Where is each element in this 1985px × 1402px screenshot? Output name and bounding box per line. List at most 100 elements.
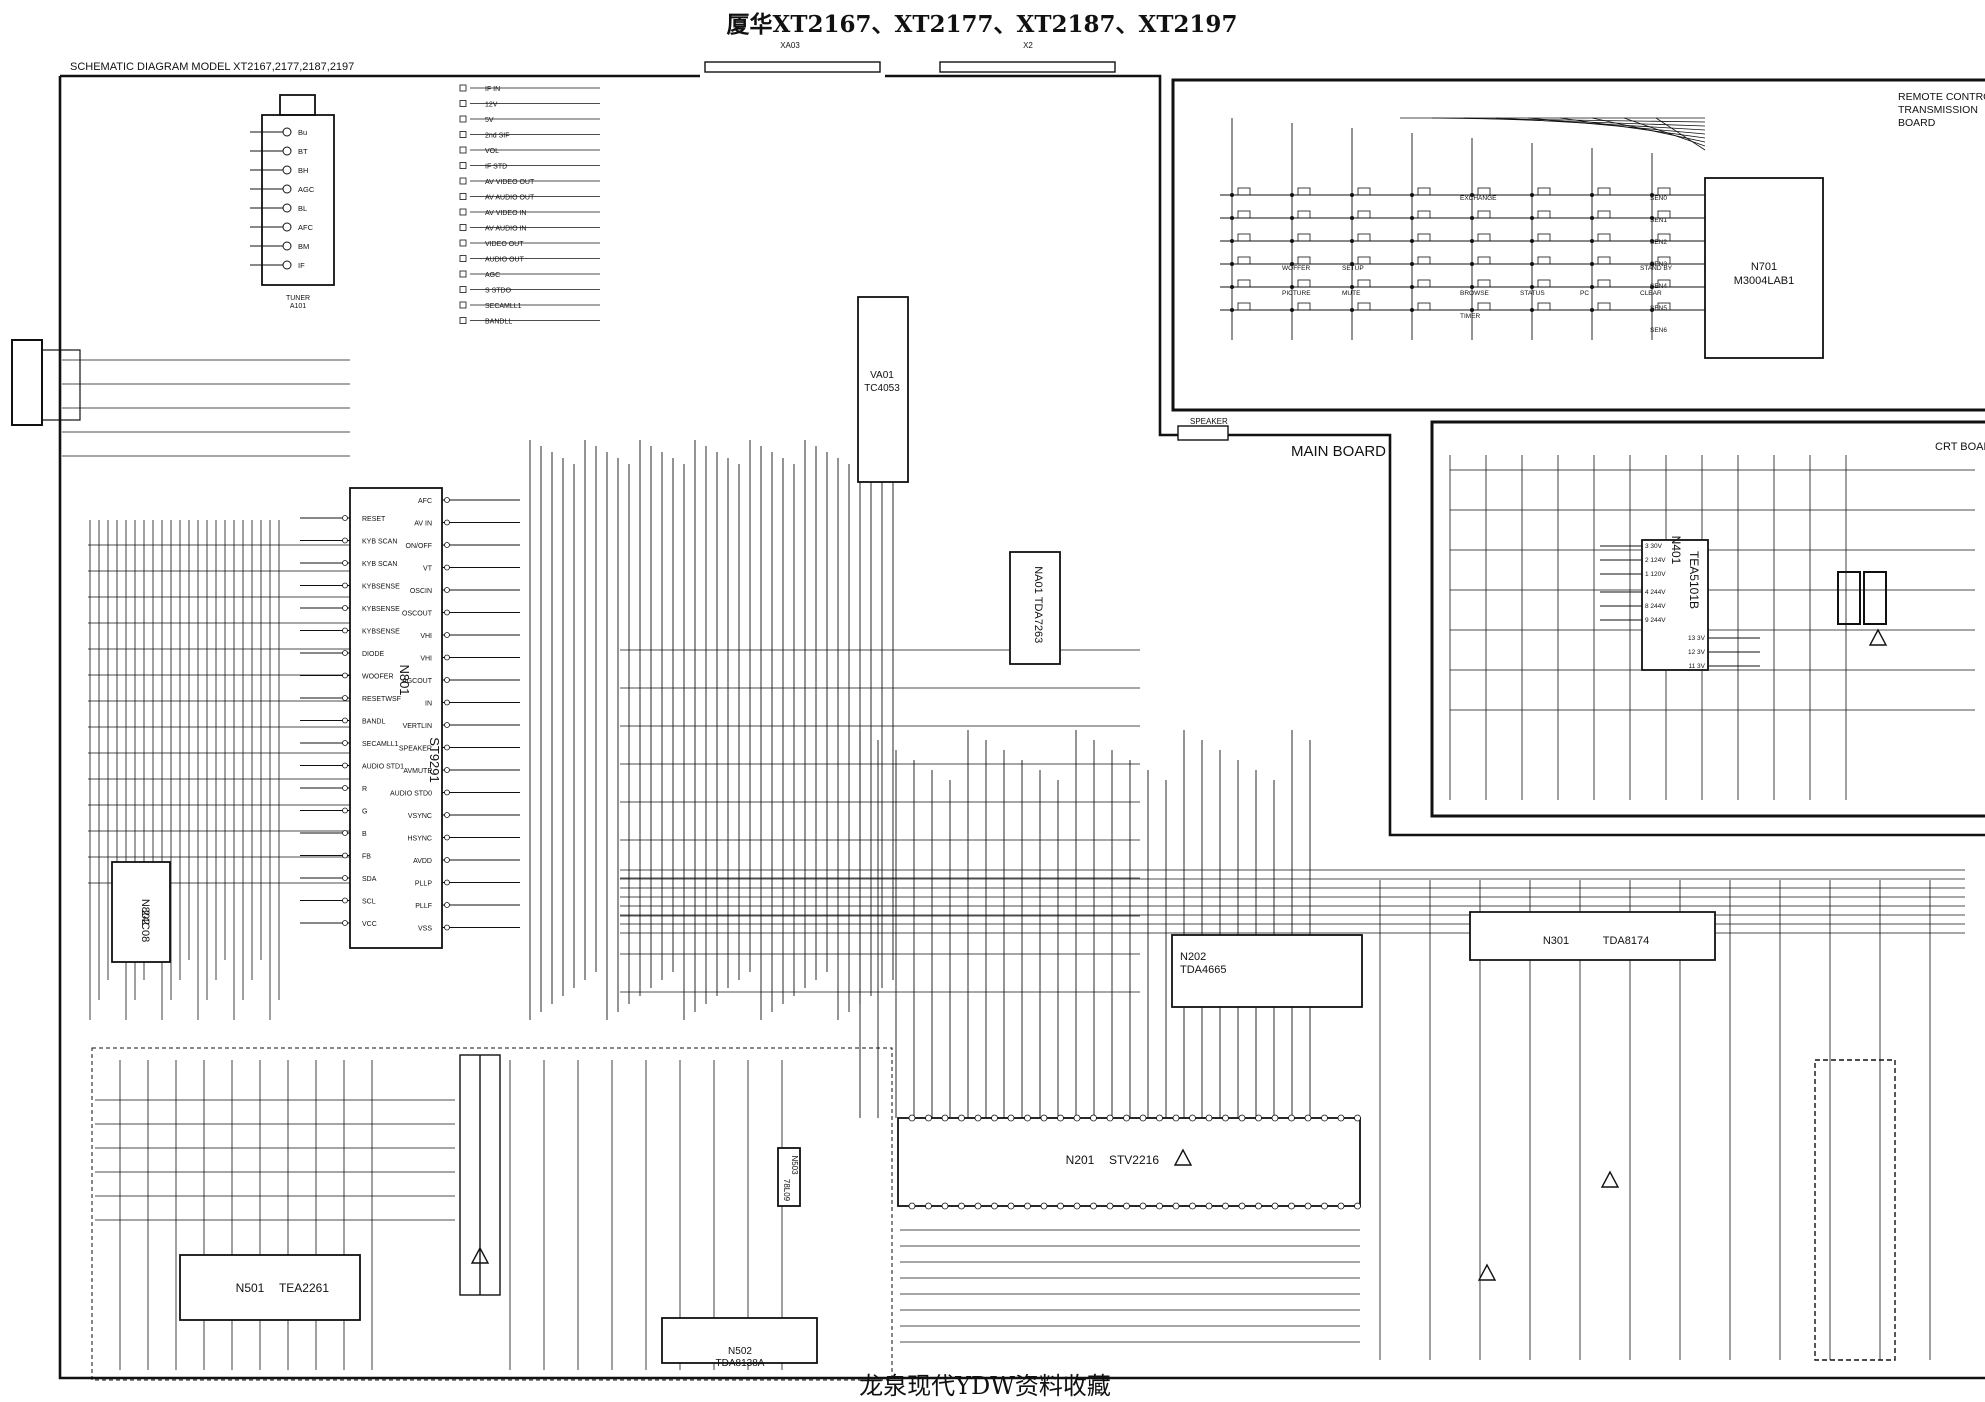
n202-part: TDA4665 — [1180, 964, 1226, 976]
av-pin-label: IF STD — [485, 164, 507, 171]
n801-left-pin-label: DIODE — [362, 651, 385, 658]
remote-key-label: CLEAR — [1640, 290, 1662, 297]
n801-left-pin-label: RESET — [362, 516, 386, 523]
av-pin — [459, 286, 467, 293]
n201-pin — [1024, 1202, 1031, 1210]
remote-board-label-3: BOARD — [1898, 117, 1936, 129]
key-switch — [1417, 233, 1431, 242]
na01-label: NA01 — [1032, 566, 1044, 594]
av-pin-label: AV AUDIO OUT — [485, 195, 535, 202]
n201-pin — [1304, 1114, 1312, 1122]
n801-pin — [342, 515, 348, 521]
remote-key-label: STAND BY — [1640, 265, 1673, 272]
n801-pin — [342, 560, 348, 566]
tuner-pin — [282, 184, 292, 194]
n801-pin — [444, 834, 450, 841]
ic-n701: N701 M3004LAB1 — [1704, 177, 1824, 359]
top-connector-x2: X2 — [939, 41, 1116, 73]
av-pin — [459, 100, 467, 107]
remote-board-frame: REMOTE CONTROL TRANSMISSION BOARD — [1171, 78, 1985, 412]
av-pin — [459, 84, 467, 92]
watermark: 龙泉现代YDW资料收藏 — [859, 1372, 1111, 1400]
n201-pin — [1337, 1114, 1345, 1122]
n201-pin — [1040, 1114, 1048, 1122]
n503-label: N503 — [790, 1155, 799, 1175]
n201-pin — [1222, 1202, 1229, 1210]
n801-label: N801 — [397, 664, 412, 695]
n801-left-pin-label: SCL — [362, 899, 376, 906]
n801-pin — [342, 762, 348, 769]
av-pin — [459, 131, 467, 138]
n801-left-pin-label: B — [362, 831, 367, 838]
n201-pin — [941, 1114, 949, 1122]
remote-sen-label: SEN5 — [1650, 305, 1667, 312]
n201-pin — [1057, 1114, 1064, 1122]
wire — [1655, 117, 1706, 151]
ic-n503: N503 78L09 — [777, 1147, 801, 1207]
tuner-pin-label: IF — [298, 261, 305, 270]
key-switch — [1237, 279, 1251, 288]
n502-part: TDA8138A — [716, 1358, 765, 1369]
n801-pin — [342, 582, 348, 589]
key-switch — [1297, 233, 1311, 242]
n801-right-pin-label: OSCIN — [410, 588, 432, 595]
key-switch — [1417, 302, 1431, 311]
n201-pin — [1222, 1114, 1229, 1122]
n801-right-pin-label: AVMUTE — [403, 768, 432, 775]
key-switch — [1417, 256, 1431, 265]
speaker-connector: SPEAKER — [1177, 417, 1229, 441]
wiring-bus — [62, 359, 1975, 1370]
n201-pin — [1205, 1202, 1213, 1210]
n801-pin — [444, 632, 450, 638]
key-switch — [1417, 210, 1431, 219]
tuner-pin — [282, 127, 292, 137]
n801-pin — [342, 627, 348, 634]
n501-part: TEA2261 — [279, 1281, 329, 1295]
av-pin — [459, 317, 467, 324]
key-switch — [1357, 256, 1371, 265]
n201-pin — [925, 1114, 932, 1122]
warning-icon — [1600, 1170, 1620, 1188]
n201-pin — [974, 1114, 982, 1122]
n401-part: TEA5101B — [1687, 551, 1701, 609]
key-switch — [1357, 279, 1371, 288]
n201-pin — [1123, 1114, 1130, 1122]
wire — [1495, 117, 1706, 131]
av-pin-label: S STDO — [485, 288, 512, 295]
n801-right-pin-label: VHI — [420, 633, 432, 640]
av-pin-label: BANDLL — [485, 319, 512, 326]
n801-pin — [444, 722, 450, 728]
n801-pin — [444, 542, 450, 548]
crt-board-label: CRT BOARD — [1935, 441, 1985, 453]
ic-va01: VA01 TC4053 — [857, 296, 909, 483]
tuner-pin-label: BT — [298, 147, 308, 156]
tuner-pin — [282, 146, 292, 156]
n201-pin — [1106, 1202, 1114, 1210]
key-switch — [1297, 256, 1311, 265]
n201-pin — [1090, 1202, 1097, 1210]
ic-n502: N502 TDA8138A — [661, 1317, 818, 1369]
n201-pin — [1354, 1202, 1361, 1210]
key-switch — [1657, 279, 1671, 288]
n801-pin — [342, 807, 348, 814]
n801-left-pin-label: KYBSENSE — [362, 584, 400, 591]
key-switch — [1357, 302, 1371, 311]
n201-pin — [1073, 1114, 1081, 1122]
n801-left-pin-label: WOOFER — [362, 674, 394, 681]
n201-pin — [1255, 1114, 1262, 1122]
n801-right-pin-label: SPEAKER — [399, 746, 432, 753]
remote-key-label: STATUS — [1520, 290, 1545, 297]
key-switch — [1417, 187, 1431, 196]
n801-left-pin-label: BANDL — [362, 719, 385, 726]
n201-pin — [925, 1202, 932, 1210]
n801-left-pin-label: RESETWSF — [362, 696, 401, 703]
n801-pin — [342, 695, 348, 701]
key-switch — [1597, 187, 1611, 196]
n801-right-pin-label: OSCOUT — [402, 611, 433, 618]
n801-pin — [444, 902, 450, 908]
remote-sen-label: SEN3 — [1650, 261, 1667, 268]
key-switch — [1657, 187, 1671, 196]
side-connector — [11, 339, 81, 426]
n401-pin-label: 1 120V — [1645, 571, 1666, 578]
n201-pin — [1139, 1114, 1147, 1122]
